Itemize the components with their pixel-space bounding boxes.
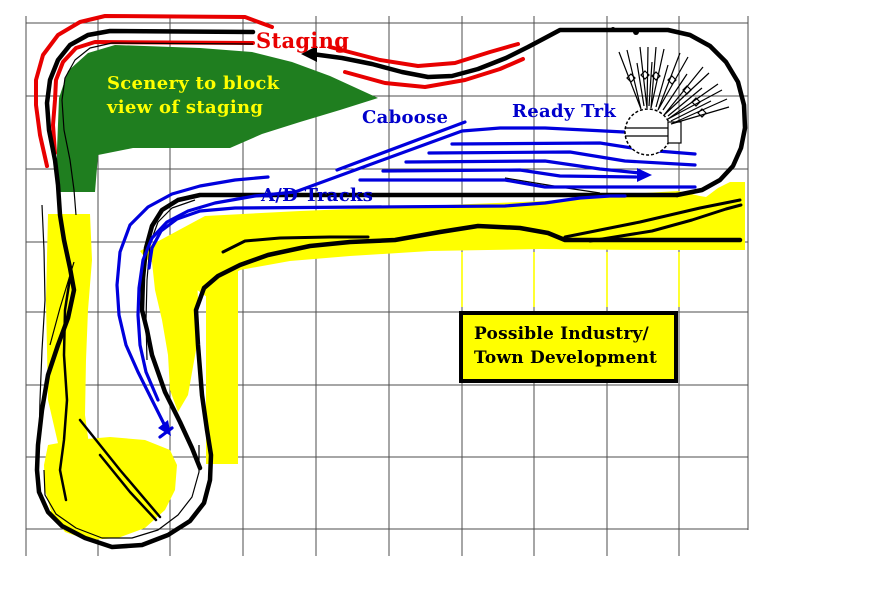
staging-direction-arrow — [301, 46, 317, 62]
yellow-grid-segments — [214, 252, 680, 458]
ready-track-label: Ready Trk — [512, 101, 617, 122]
scenery-label-line1: Scenery to block — [107, 73, 280, 94]
yard-direction-arrow — [637, 168, 652, 182]
caboose-label: Caboose — [362, 107, 449, 128]
roundhouse-stalls — [618, 46, 730, 125]
industry-label-line1: Possible Industry/ — [474, 324, 649, 344]
main-line-right-balloon — [309, 27, 748, 198]
track-dot-marker-small — [611, 27, 615, 31]
stall-diamond-markers — [626, 70, 707, 118]
scenery-left-strip-area — [46, 214, 92, 452]
peninsula-sidings — [58, 276, 162, 522]
turntable — [618, 46, 730, 156]
turntable-approach-pad — [667, 121, 682, 144]
scenery-column-area — [206, 268, 238, 464]
scenery-label-line2: view of staging — [107, 97, 264, 118]
yard-tracks — [115, 120, 697, 439]
staging-tracks — [34, 14, 525, 168]
scenery-areas — [44, 45, 745, 540]
turntable-pit — [624, 108, 672, 156]
yard-lead-curve-2 — [136, 190, 297, 402]
track-dot-marker — [633, 29, 639, 35]
peninsula-track-arrow — [158, 420, 171, 436]
town-sidings — [221, 198, 743, 254]
scenery-view-block-area — [57, 45, 378, 192]
staging-label: Staging — [256, 28, 350, 53]
scenery-peninsula-blob-area — [44, 437, 177, 540]
ad-tracks-label: A/D Tracks — [261, 185, 374, 206]
main-line-left-loop — [34, 28, 743, 550]
yard-ladder-and-turntable-lead — [293, 126, 626, 194]
yard-low-track — [147, 194, 627, 270]
turntable-bridge — [625, 127, 670, 137]
industry-label-line2: Town Development — [474, 348, 658, 368]
direction-arrows — [158, 46, 652, 436]
yard-lead-to-arrow — [115, 175, 270, 430]
caboose-track — [335, 120, 467, 172]
ad-main-line — [139, 192, 680, 471]
scenery-label: Scenery to block view of staging — [107, 72, 279, 120]
main-line-tracks — [34, 27, 748, 550]
scenery-band-area — [140, 182, 745, 297]
industry-callout-box: Possible Industry/ Town Development — [459, 311, 678, 383]
scenery-ribbon-area — [152, 258, 198, 412]
